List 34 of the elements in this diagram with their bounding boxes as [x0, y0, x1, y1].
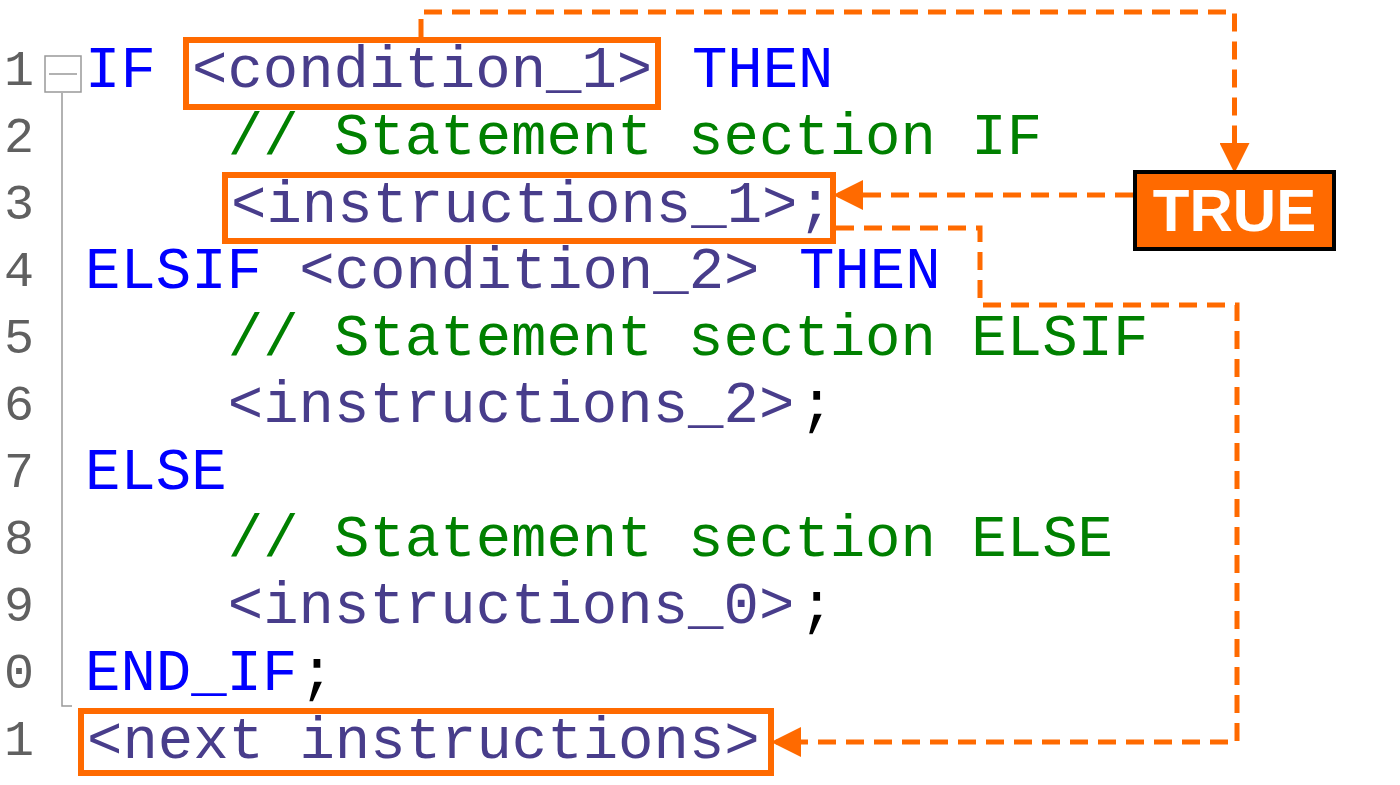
line-number: 9	[4, 578, 34, 638]
tag-text: TRUE	[1152, 180, 1317, 241]
line-number: 2	[4, 109, 34, 169]
result-tag	[1133, 170, 1336, 251]
placeholder-text: <instructions_0>	[227, 574, 795, 641]
placeholder-text: <instructions_1>;	[231, 173, 833, 240]
placeholder-text: <instructions_2>	[227, 373, 795, 440]
keyword: ELSE	[85, 440, 227, 507]
line-number: 3	[4, 176, 34, 236]
semicolon: ;	[799, 574, 835, 641]
keyword: ELSIF	[85, 239, 263, 306]
placeholder-text: <next instructions>	[87, 709, 760, 776]
line-number: 4	[4, 243, 34, 303]
line-number: 7	[4, 444, 34, 504]
line-number: 1	[4, 42, 34, 102]
dashed-arrow	[418, 9, 1250, 173]
code-comment: // Statement section ELSIF	[227, 306, 1149, 373]
code-comment: // Statement section IF	[227, 105, 1043, 172]
placeholder-text: <condition_1>	[192, 38, 653, 105]
keyword: THEN	[691, 38, 834, 105]
keyword: IF	[85, 38, 156, 105]
line-number: 0	[4, 645, 34, 705]
line-number: 5	[4, 310, 34, 370]
dashed-arrow	[833, 180, 1133, 210]
dashed-arrow	[771, 225, 1240, 757]
placeholder-text: <condition_2>	[299, 239, 760, 306]
semicolon: ;	[299, 641, 335, 708]
line-number: 1	[4, 712, 34, 772]
semicolon: ;	[799, 373, 835, 440]
keyword: END_IF	[85, 641, 298, 708]
line-number: 8	[4, 511, 34, 571]
code-comment: // Statement section ELSE	[227, 507, 1113, 574]
line-number: 6	[4, 377, 34, 437]
keyword: THEN	[799, 239, 941, 306]
